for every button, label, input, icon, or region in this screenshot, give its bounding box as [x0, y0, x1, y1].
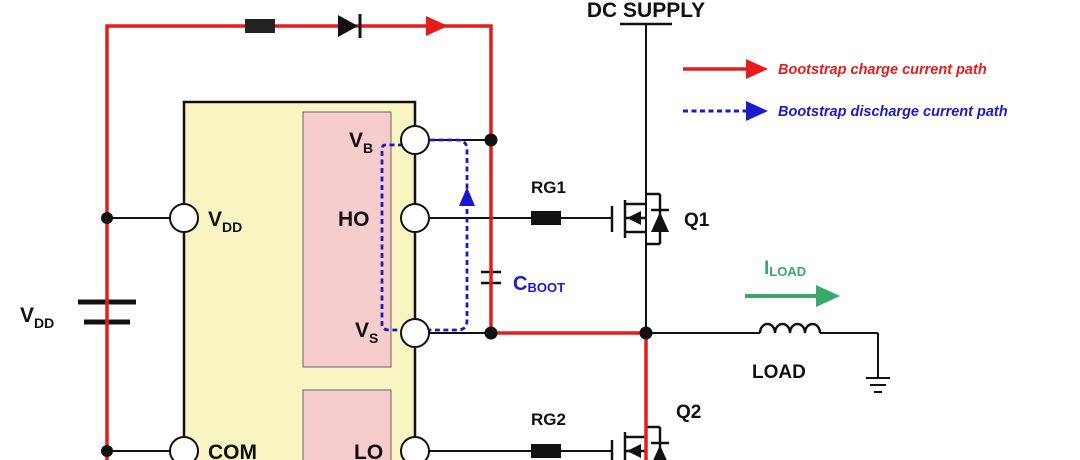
rg1-label: RG1	[531, 178, 566, 197]
legend-charge-arrow	[683, 59, 768, 79]
pin-com	[169, 436, 199, 460]
pin-label-vs: VS	[355, 319, 378, 346]
load-label: LOAD	[752, 362, 806, 383]
pin-label-com: COM	[208, 441, 257, 460]
pin-vb	[400, 125, 430, 155]
pin-label-lo: LO	[354, 441, 383, 460]
pin-label-vdd: VDD	[208, 208, 242, 235]
charge-path-arrow	[426, 16, 448, 36]
ground-symbol	[866, 377, 890, 393]
rg2-resistor	[531, 444, 561, 458]
pin-circles	[169, 125, 430, 460]
pin-label-vb: VB	[349, 129, 373, 156]
iload-arrow	[745, 285, 840, 307]
cboot-label: CBOOT	[513, 273, 565, 295]
dc-supply-label: DC SUPPLY	[587, 0, 705, 22]
legend-discharge-label: Bootstrap discharge current path	[778, 104, 1008, 120]
iload-label: ILOAD	[764, 258, 806, 279]
bootstrap-diode	[338, 14, 362, 38]
legend-discharge-arrow	[683, 101, 768, 121]
high-side-driver-block	[302, 111, 392, 368]
load-inductor	[758, 322, 822, 334]
low-side-driver-block	[302, 389, 392, 460]
q1-body-diode	[651, 212, 669, 232]
rg1-resistor	[531, 211, 561, 225]
q1-arrow	[627, 211, 641, 225]
pin-ho	[400, 203, 430, 233]
pin-vs	[400, 318, 430, 348]
q2-arrow	[627, 444, 641, 458]
q1-label: Q1	[684, 210, 710, 231]
discharge-path-arrow	[459, 187, 475, 206]
rg2-label: RG2	[531, 410, 566, 429]
pin-label-ho: HO	[338, 208, 370, 231]
charge-current-path	[105, 24, 648, 460]
junction-dots	[101, 133, 653, 457]
battery-label: VDD	[20, 304, 54, 331]
legend-charge-label: Bootstrap charge current path	[778, 62, 987, 78]
bootstrap-resistor	[245, 19, 275, 33]
discharge-current-path	[380, 138, 469, 332]
pin-lo	[400, 436, 430, 460]
q2-body-diode	[653, 445, 667, 460]
pin-vdd	[169, 203, 199, 233]
q2-label: Q2	[676, 402, 701, 423]
